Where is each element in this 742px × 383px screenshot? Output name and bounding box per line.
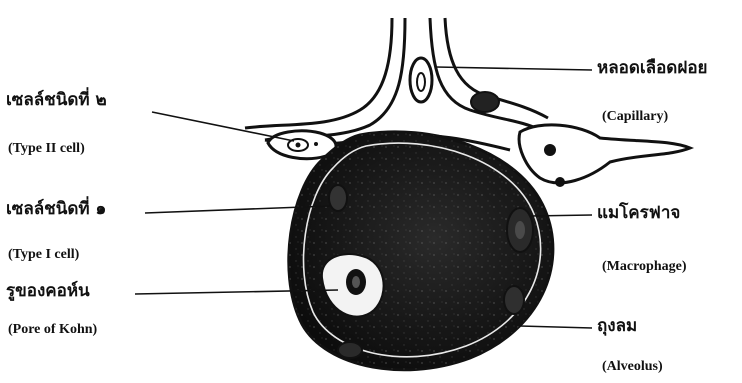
label-macrophage-thai: แมโครฟาจ (597, 205, 680, 222)
alveolus (289, 132, 553, 370)
label-pore-eng: (Pore of Kohn) (8, 323, 97, 337)
label-alveolus-eng: (Alveolus) (602, 360, 663, 374)
capillary-cell (410, 58, 432, 102)
label-pore-thai: รูของคอห์น (6, 283, 90, 300)
protruding-cell (519, 125, 690, 187)
label-type-ii-thai: เซลล์ชนิดที่ ๒ (6, 92, 107, 109)
label-capillary-eng: (Capillary) (602, 110, 668, 124)
label-alveolus-thai: ถุงลม (597, 318, 637, 335)
label-type-i-eng: (Type I cell) (8, 248, 79, 262)
label-type-ii-eng: (Type II cell) (8, 142, 85, 156)
type-i-cell (329, 185, 347, 211)
label-capillary-thai: หลอดเลือดฝอย (597, 60, 707, 77)
label-type-i-thai: เซลล์ชนิดที่ ๑ (6, 201, 106, 218)
epithelial-cell (471, 92, 499, 112)
label-macrophage-eng: (Macrophage) (602, 260, 687, 274)
